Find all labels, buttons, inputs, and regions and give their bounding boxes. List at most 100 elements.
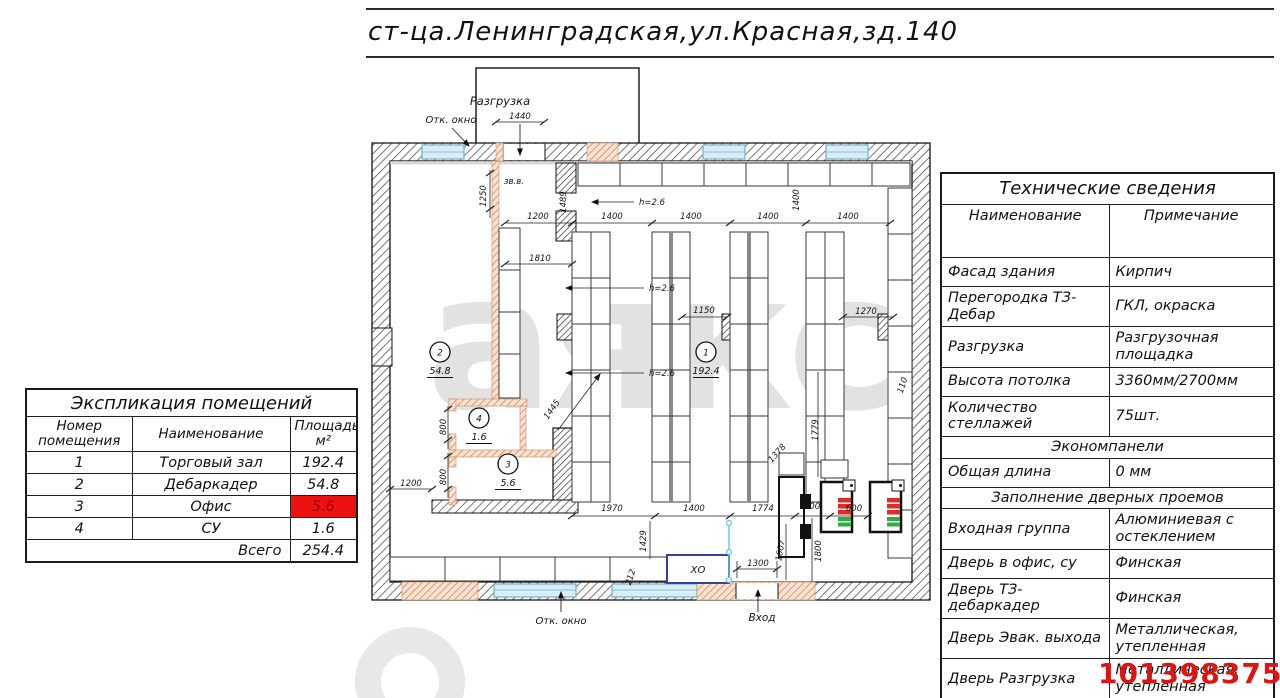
column	[555, 162, 577, 194]
dimension-label: 110	[896, 376, 911, 395]
tech-info-table: Технические сведения Наименование Примеч…	[940, 172, 1275, 698]
cell-name: Дверь Разгрузка	[940, 658, 1110, 698]
page-title: ст-ца.Ленинградская,ул.Красная,зд.140	[368, 17, 959, 47]
shelving	[389, 162, 913, 584]
section-label: Экономпанели	[940, 436, 1275, 459]
plan-label: ХО	[690, 565, 706, 576]
col-header-name: Наименование	[131, 416, 291, 452]
col-header-note: Примечание	[1108, 204, 1275, 258]
cell-room-name: Торговый зал	[131, 451, 291, 474]
dimension-label: 1400	[683, 504, 705, 514]
cell-room-number: 1	[25, 451, 133, 474]
dimension-label: 1400	[837, 212, 859, 222]
dimension-label: 1270	[855, 307, 877, 317]
shelf-row-bottom	[389, 556, 668, 582]
dock-door-opening	[503, 144, 545, 160]
dimension-lines	[385, 118, 898, 612]
dimension-label: 1440	[509, 112, 531, 122]
cell-room-name: Офис	[131, 495, 291, 518]
cell-note: Кирпич	[1108, 257, 1275, 287]
plan-label: Отк. окно	[536, 616, 587, 627]
cash-desk	[819, 479, 856, 534]
room-number: 4	[476, 415, 482, 425]
tech-section-row: Заполнение дверных проемов	[940, 486, 1275, 510]
rack	[571, 231, 611, 503]
loading-dock	[475, 67, 640, 146]
cell-note: Разгрузочная площадка	[1108, 326, 1275, 368]
partition-tz-debar	[491, 160, 500, 400]
counter	[778, 476, 805, 558]
new-wall-segment	[586, 142, 619, 162]
dimension-label: 1200	[527, 212, 549, 222]
cell-name: Разгрузка	[940, 326, 1110, 368]
cell-room-area: 192.4	[289, 451, 358, 474]
dimension-label: 800	[439, 469, 449, 485]
dimension-label: 1970	[601, 504, 623, 514]
cell-name: Дверь в офис, су	[940, 548, 1110, 579]
dimension-label: h=2.6	[649, 369, 676, 379]
dimension-label: 800	[439, 419, 449, 435]
cell-name: Количество стеллажей	[940, 395, 1110, 438]
dimension-label: 1779	[811, 419, 821, 441]
plan-label: Отк. окно	[426, 115, 477, 126]
dimension-label: 1400	[792, 189, 802, 211]
window	[611, 583, 698, 598]
total-value: 254.4	[289, 539, 358, 563]
dimension-label: 1774	[752, 504, 774, 514]
dimension-label: 600	[846, 504, 862, 514]
window	[493, 583, 577, 598]
dimension-label: 1400	[601, 212, 623, 222]
cell-room-number: 2	[25, 473, 133, 496]
shelf-col-left	[498, 227, 521, 399]
col-header-name: Наименование	[940, 204, 1110, 258]
dimension-label: зв.в.	[504, 177, 524, 187]
room-area: 192.4	[692, 366, 719, 377]
tech-section-row: Экономпанели	[940, 436, 1275, 459]
dimension-label: 1200	[400, 479, 422, 489]
shutter-line	[725, 519, 733, 584]
cell-room-name: СУ	[131, 517, 291, 540]
cell-name: Перегородка ТЗ-Дебар	[940, 285, 1110, 328]
cell-room-name: Дебаркадер	[131, 473, 291, 496]
cell-name: Фасад здания	[940, 257, 1110, 287]
cell-note: ГКЛ, окраска	[1108, 285, 1275, 328]
dimension-label: 1429	[639, 530, 649, 552]
room-circle	[497, 453, 519, 475]
room-area: 54.8	[429, 366, 450, 377]
dimension-label: 1400	[757, 212, 779, 222]
cell-room-number: 3	[25, 495, 133, 518]
dimension-label: 1300	[747, 559, 769, 569]
room-number: 2	[437, 349, 443, 359]
explication-table: Экспликация помещений Номер помещения На…	[25, 388, 358, 563]
cell-name: Высота потолка	[940, 366, 1110, 397]
photo-id: 1013983751	[1098, 657, 1280, 690]
cell-room-area-highlighted: 5.6	[289, 495, 358, 518]
cell-name: Дверь Эвак. выхода	[940, 618, 1110, 660]
rack	[805, 231, 845, 503]
cell-note: Металлическая, утепленная	[1108, 618, 1275, 660]
dimension-label: 1800	[814, 540, 824, 562]
cell-name: Дверь ТЗ-дебаркадер	[940, 577, 1110, 620]
dimension-label: 1400	[680, 212, 702, 222]
dimension-label: 1607	[774, 539, 788, 563]
cell-note: 75шт.	[1108, 395, 1275, 438]
dimension-label: 212	[624, 568, 639, 587]
office-partitions	[448, 398, 557, 506]
dimension-label: h=2.6	[649, 284, 676, 294]
explication-title: Экспликация помещений	[25, 388, 358, 417]
cell-note: Финская	[1108, 548, 1275, 579]
room-number: 3	[505, 461, 511, 471]
watermark-fragment	[355, 627, 465, 698]
section-label: Заполнение дверных проемов	[940, 486, 1275, 510]
rack	[651, 231, 691, 503]
